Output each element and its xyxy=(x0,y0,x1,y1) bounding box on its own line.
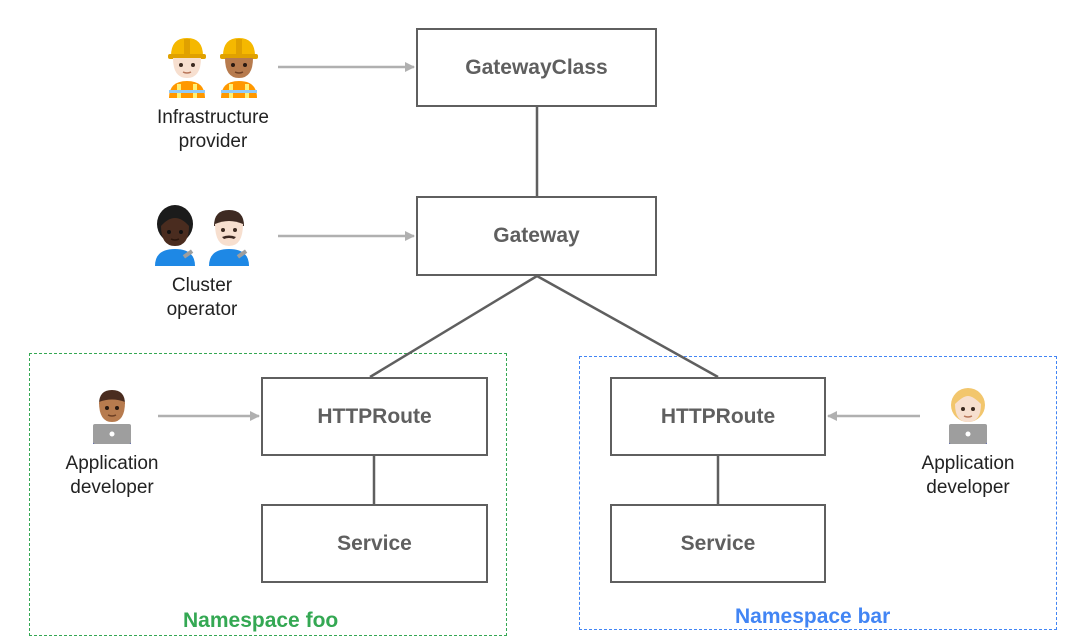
cluster-operator-label-line1: Cluster xyxy=(171,275,233,296)
infrastructure-provider-label: Infrastructure provider xyxy=(157,106,269,154)
construction-worker-woman-icon xyxy=(220,38,258,98)
service-foo-box: Service xyxy=(261,504,488,583)
cluster-operator-label-line2: operator xyxy=(166,299,238,320)
app-dev-bar-label-line2: developer xyxy=(926,477,1010,498)
technologist-woman-icon xyxy=(949,388,987,444)
actor-infrastructure-provider: Infrastructure provider xyxy=(143,34,283,154)
namespace-bar-boundary xyxy=(579,356,1057,630)
gateway-box: Gateway xyxy=(416,196,657,276)
mechanic-man-icon xyxy=(209,210,249,266)
service-bar-box: Service xyxy=(610,504,826,583)
app-dev-foo-label-line1: Application xyxy=(65,453,159,474)
technologist-man-icon xyxy=(93,390,131,444)
app-dev-foo-label-line2: developer xyxy=(70,477,154,498)
namespace-foo-label: Namespace foo xyxy=(183,609,339,632)
namespace-bar-label: Namespace bar xyxy=(735,605,891,628)
construction-worker-woman-icon xyxy=(168,38,206,98)
namespace-foo-boundary xyxy=(29,353,507,636)
connector-gateway-httproute-foo xyxy=(369,274,538,379)
app-dev-foo-label: Application developer xyxy=(66,452,159,500)
httproute-bar-box: HTTPRoute xyxy=(610,377,826,456)
cluster-operator-label: Cluster operator xyxy=(167,274,238,322)
app-dev-bar-label-line1: Application xyxy=(921,453,1015,474)
infrastructure-provider-label-line2: provider xyxy=(178,131,248,152)
infrastructure-provider-label-line1: Infrastructure xyxy=(157,107,269,128)
actor-application-developer-bar: Application developer xyxy=(908,386,1028,500)
mechanic-woman-icon xyxy=(155,205,195,266)
connector-gateway-httproute-bar xyxy=(536,274,719,379)
actor-cluster-operator: Cluster operator xyxy=(132,204,272,322)
httproute-foo-box: HTTPRoute xyxy=(261,377,488,456)
gatewayclass-box: GatewayClass xyxy=(416,28,657,107)
app-dev-bar-label: Application developer xyxy=(922,452,1015,500)
actor-application-developer-foo: Application developer xyxy=(52,386,172,500)
